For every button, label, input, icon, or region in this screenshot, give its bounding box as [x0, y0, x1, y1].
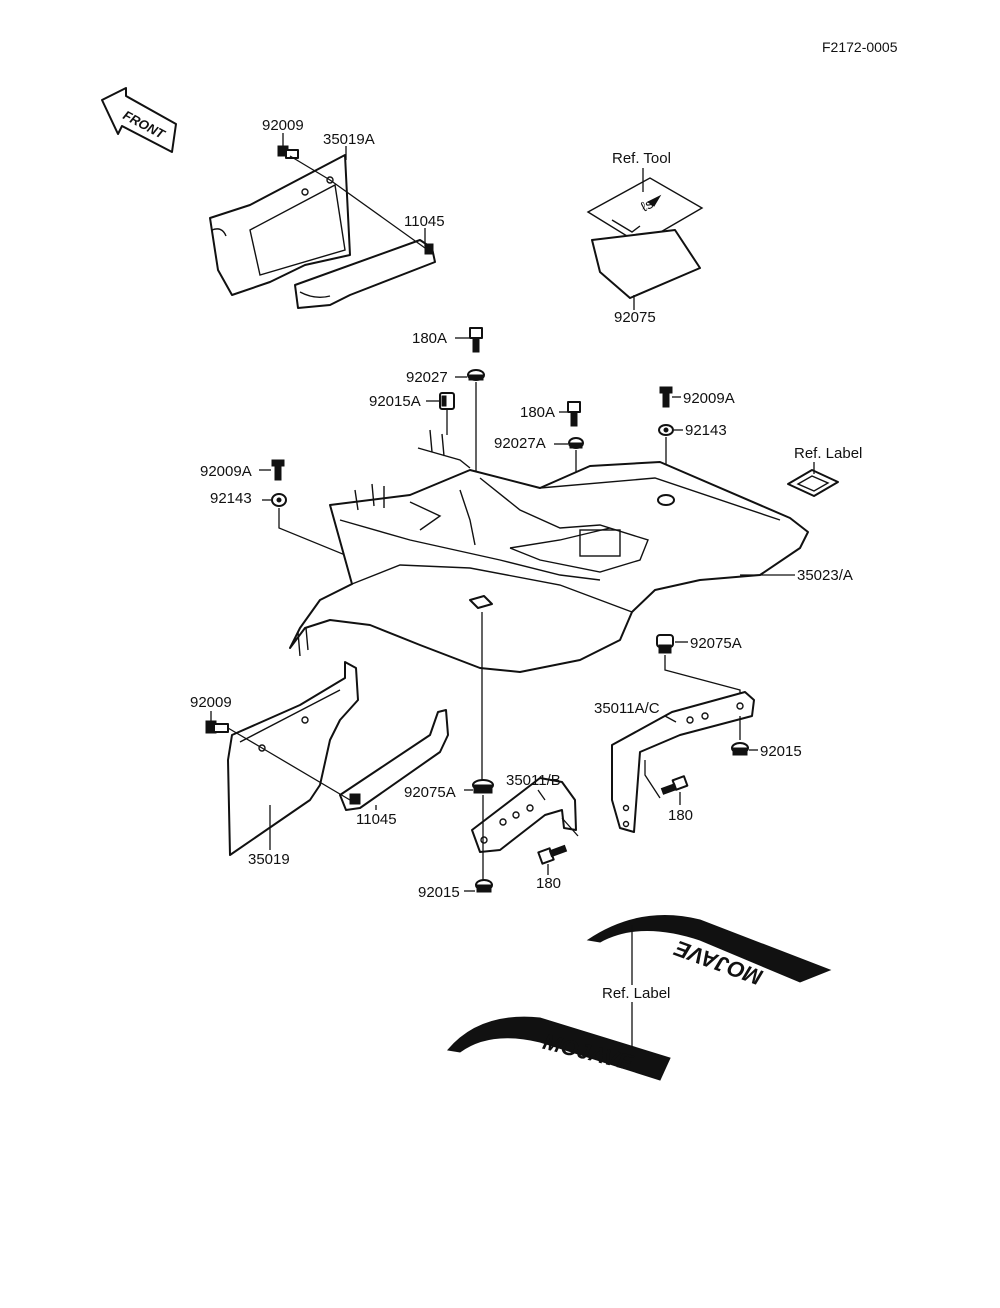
bolt-180A-a-icon: [469, 327, 483, 353]
bracket-11045-low: [339, 709, 449, 811]
label-35011B: 35011/B: [506, 772, 561, 789]
bolt-92009A-left-icon: [271, 459, 285, 481]
label-92027: 92027: [406, 369, 448, 386]
bracket-11045-top: [294, 239, 436, 309]
bolt-92009-top-icon: [277, 145, 299, 159]
label-ref-label-bottom: Ref. Label: [602, 985, 670, 1002]
decal-lower: MOJAVE: [447, 1016, 671, 1081]
label-92075A-mid: 92075A: [404, 784, 456, 801]
side-cover-35019: [227, 661, 359, 856]
label-92009A-right: 92009A: [683, 390, 735, 407]
washer-92143-right-icon: [658, 424, 674, 436]
label-35019A: 35019A: [323, 131, 375, 148]
label-180A-b: 180A: [520, 404, 555, 421]
label-35011AC: 35011A/C: [594, 700, 660, 717]
damper-92075A-mid-icon: [472, 779, 494, 794]
diagram-code: F2172-0005: [822, 39, 898, 55]
label-180A-a: 180A: [412, 330, 447, 347]
bolt-180A-b-icon: [567, 401, 581, 427]
label-35019: 35019: [248, 851, 290, 868]
label-92015-right: 92015: [760, 743, 802, 760]
label-92015-low: 92015: [418, 884, 460, 901]
label-11045-top: 11045: [404, 213, 445, 230]
rear-fender-35023A: [289, 429, 809, 673]
label-92143-left: 92143: [210, 490, 252, 507]
label-180-low: 180: [536, 875, 561, 892]
label-11045-low: 11045: [356, 811, 397, 828]
label-180-right: 180: [668, 807, 693, 824]
ref-label-sticker-icon: [787, 469, 839, 497]
bracket-35011AC: [611, 691, 755, 833]
nut-92027A-icon: [568, 437, 584, 449]
damper-92075A-right-icon: [656, 634, 674, 654]
bolt-92009A-right-icon: [659, 386, 673, 408]
nut-92027-icon: [467, 369, 485, 381]
label-92015A: 92015A: [369, 393, 421, 410]
label-ref-label-top: Ref. Label: [794, 445, 862, 462]
bracket-35011B: [471, 777, 577, 853]
side-cover-35019A: [209, 154, 351, 296]
washer-92143-left-icon: [271, 493, 287, 507]
label-92075: 92075: [614, 309, 656, 326]
decal-upper: MOJAVE: [586, 915, 832, 990]
label-92009-low: 92009: [190, 694, 232, 711]
tool-glyph: ℓs: [638, 195, 656, 215]
bolt-92009-low-icon: [205, 720, 229, 734]
label-ref-tool: Ref. Tool: [612, 150, 671, 167]
label-92009A-left: 92009A: [200, 463, 252, 480]
label-92143-right: 92143: [685, 422, 727, 439]
nut-92015-right-icon: [731, 742, 749, 756]
tool-kit-92075: ℓs: [586, 177, 704, 299]
front-arrow-icon: FRONT: [101, 87, 177, 153]
bolt-180-right-icon: [660, 775, 689, 795]
clip-92015A-icon: [439, 392, 455, 410]
label-35023A: 35023/A: [797, 567, 853, 584]
label-92075A-right: 92075A: [690, 635, 742, 652]
label-92027A: 92027A: [494, 435, 546, 452]
bolt-180-low-icon: [537, 844, 568, 865]
label-92009-top: 92009: [262, 117, 304, 134]
nut-92015-low-icon: [475, 879, 493, 893]
